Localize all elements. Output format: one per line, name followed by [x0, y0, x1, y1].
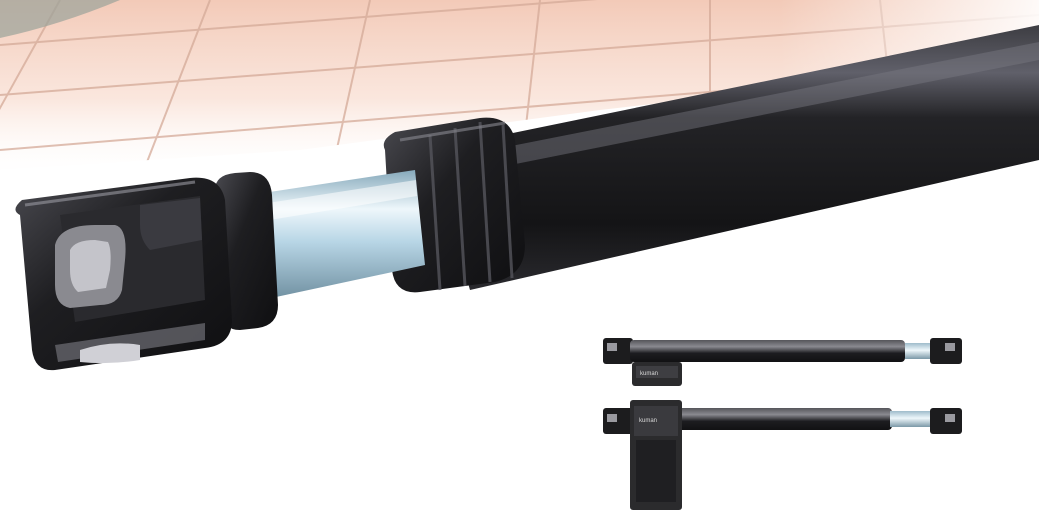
main-actuator: [15, 25, 1039, 371]
product-thumbnails: kuman kuman: [603, 338, 962, 510]
brand-logo-top: kuman: [640, 371, 658, 377]
rod-end-fitting: [15, 172, 278, 371]
brand-logo-bottom: kuman: [639, 418, 657, 424]
motor-housing-bottom: kuman: [630, 400, 682, 510]
motor-housing-top: kuman: [632, 362, 682, 386]
actuator-tube: [430, 25, 1039, 290]
actuator-bottom: kuman: [603, 400, 962, 510]
actuator-top: kuman: [603, 338, 962, 386]
